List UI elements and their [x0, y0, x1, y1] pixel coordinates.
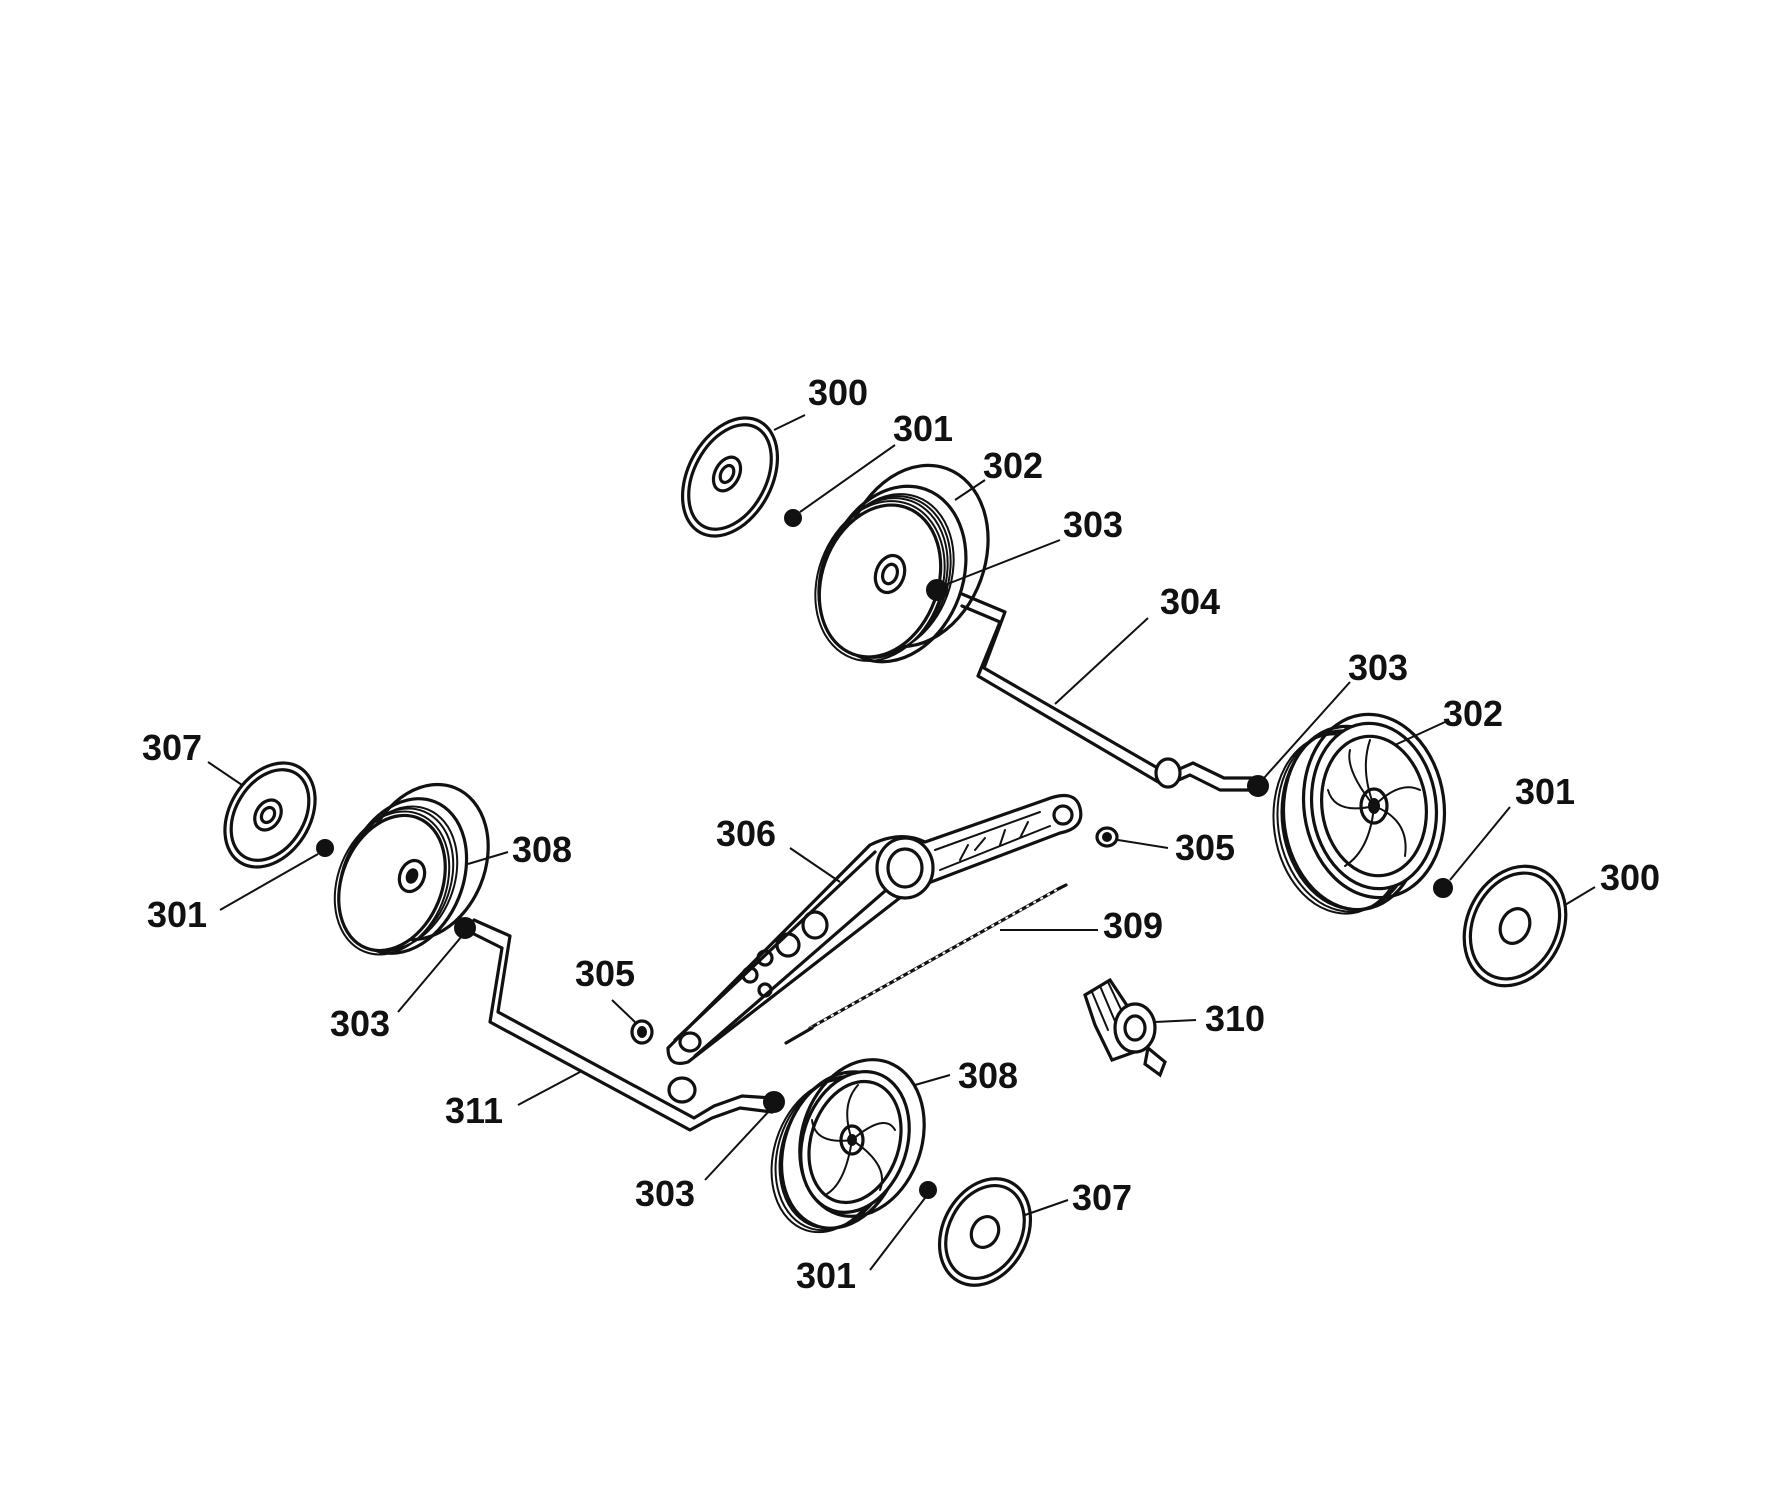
leader-c307a: [207, 761, 243, 786]
callout-309: 309: [1103, 905, 1163, 946]
callout-305: 305: [1175, 827, 1235, 868]
hub-cap-300-rear-right: [1462, 864, 1568, 988]
callout-302: 302: [983, 445, 1043, 486]
callout-303: 303: [635, 1173, 695, 1214]
hub-cap-307-front-left: [223, 761, 317, 869]
callout-300: 300: [808, 372, 868, 413]
leader-c302a: [954, 479, 986, 501]
washer-303-front-right: [763, 1091, 785, 1113]
leader-c306: [789, 847, 841, 883]
hub-cap-300-rear-left: [680, 416, 780, 538]
callout-303: 303: [1348, 647, 1408, 688]
spring-309: [784, 883, 1068, 1045]
callout-306: 306: [716, 813, 776, 854]
leader-c303c: [397, 935, 463, 1013]
leader-c301c: [219, 853, 319, 911]
bushing-305-right: [1095, 826, 1119, 848]
leader-c307b: [1024, 1199, 1069, 1216]
leader-c301b: [1449, 806, 1511, 881]
callout-304: 304: [1160, 581, 1220, 622]
leader-c303b: [1263, 681, 1351, 779]
callout-303: 303: [1063, 504, 1123, 545]
callout-300: 300: [1600, 857, 1660, 898]
callout-307: 307: [142, 727, 202, 768]
callout-311: 311: [445, 1090, 503, 1131]
nut-301-rear-right: [1433, 878, 1453, 898]
leader-lines: [207, 414, 1596, 1271]
leader-c303d: [704, 1109, 771, 1181]
callout-307: 307: [1072, 1177, 1132, 1218]
leader-c302b: [1394, 721, 1446, 746]
wheel-308-front-right: [770, 1058, 926, 1234]
leader-c305a: [1117, 839, 1169, 849]
bushing-305-left: [630, 1019, 654, 1045]
callout-303: 303: [330, 1003, 390, 1044]
callout-301: 301: [147, 894, 207, 935]
leader-c310: [1154, 1019, 1197, 1023]
nut-301-rear-left: [784, 509, 802, 527]
callout-302: 302: [1443, 693, 1503, 734]
callout-301: 301: [1515, 771, 1575, 812]
callout-305: 305: [575, 953, 635, 994]
height-lever-306: [666, 793, 1083, 1065]
leader-c305b: [611, 999, 636, 1023]
leader-c301a: [799, 444, 896, 513]
leader-c303a: [944, 539, 1061, 586]
leader-c300b: [1564, 886, 1596, 906]
nut-301-front-right: [919, 1181, 937, 1199]
callout-308: 308: [958, 1055, 1018, 1096]
washer-303-front-left: [454, 917, 476, 939]
wheel-308-front-left: [333, 782, 490, 956]
leader-c300a: [773, 414, 806, 431]
knob-310: [1083, 977, 1167, 1078]
leader-c308b: [914, 1074, 951, 1086]
callout-301: 301: [893, 408, 953, 449]
hub-cap-307-front-right: [937, 1177, 1033, 1287]
leader-c304: [1054, 617, 1149, 705]
leader-c311: [517, 1071, 581, 1106]
callout-301: 301: [796, 1255, 856, 1296]
leader-c301d: [869, 1197, 926, 1271]
nut-301-front-left: [316, 839, 334, 857]
callout-308: 308: [512, 829, 572, 870]
leader-c308a: [467, 851, 509, 865]
wheel-302-rear-left: [814, 463, 990, 664]
callout-labels: 300 301 302 303 304 303 302 301 300 305 …: [142, 372, 1660, 1296]
callout-310: 310: [1205, 998, 1265, 1039]
washer-303-rear-left: [926, 579, 948, 601]
axle-311-front: [468, 918, 774, 1132]
wheel-302-rear-right: [1272, 712, 1447, 915]
washer-303-rear-right: [1247, 775, 1269, 797]
axle-304-rear: [960, 592, 1256, 792]
